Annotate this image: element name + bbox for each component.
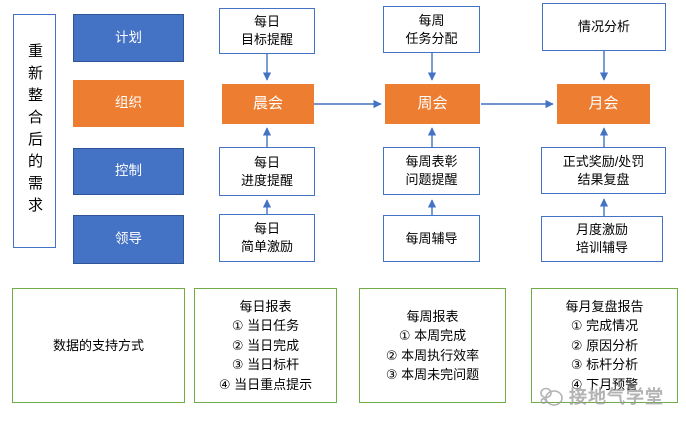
daily-report-item: ② 当日完成 [231, 337, 300, 353]
monthly-report-item: ③ 标杆分析 [570, 357, 639, 373]
monthly-meeting-box: 月会 [557, 84, 650, 124]
daily-progress-reminder-box: 每日 进度提醒 [219, 147, 315, 196]
daily-incentive-box: 每日 简单激励 [219, 214, 315, 262]
daily-report-box: 每日报表 ① 当日任务 ② 当日完成 ③ 当日标杆 ④ 当日重点提示 [194, 288, 337, 403]
weekly-coaching-box: 每周辅导 [383, 215, 480, 262]
morning-meeting-box: 晨会 [222, 84, 314, 124]
monthly-report-item: ① 完成情况 [570, 318, 639, 334]
monthly-report-box: 每月复盘报告 ① 完成情况 ② 原因分析 ③ 标杆分析 ④ 下月预警 [531, 288, 678, 403]
daily-report-item: ① 当日任务 [231, 318, 300, 334]
weekly-report-item: ② 本周执行效率 [385, 347, 480, 363]
monthly-report-item: ④ 下月预警 [570, 376, 639, 392]
daily-report-title: 每日报表 [239, 298, 292, 314]
monthly-incentive-training-box: 月度激励 培训辅导 [541, 216, 663, 262]
data-support-intro-box: 数据的支持方式 [12, 288, 185, 403]
monthly-report-item: ② 原因分析 [570, 337, 639, 353]
daily-goal-reminder-box: 每日 目标提醒 [219, 8, 315, 54]
weekly-report-item: ③ 本周未完问题 [385, 367, 480, 382]
weekly-report-box: 每周报表 ① 本周完成 ② 本周执行效率 ③ 本周未完问题 [359, 288, 506, 403]
weekly-task-assignment-box: 每周 任务分配 [383, 6, 480, 53]
weekly-praise-issue-box: 每周表彰 问题提醒 [383, 147, 480, 195]
situation-analysis-box: 情况分析 [542, 3, 666, 51]
function-box-lead: 领导 [73, 215, 184, 264]
weekly-report-item: ① 本周完成 [398, 328, 467, 343]
function-box-plan: 计划 [73, 14, 184, 62]
formal-reward-review-box: 正式奖励/处罚 结果复盘 [541, 147, 666, 194]
requirements-panel: 重新整合后的需求 [13, 14, 56, 248]
daily-report-item: ④ 当日重点提示 [218, 376, 313, 392]
weekly-meeting-box: 周会 [385, 84, 480, 124]
daily-report-item: ③ 当日标杆 [231, 357, 300, 373]
function-box-organize: 组织 [73, 80, 184, 127]
weekly-report-title: 每周报表 [406, 308, 459, 324]
function-box-control: 控制 [73, 148, 184, 195]
data-support-intro-label: 数据的支持方式 [52, 337, 144, 353]
monthly-report-title: 每月复盘报告 [565, 298, 644, 314]
